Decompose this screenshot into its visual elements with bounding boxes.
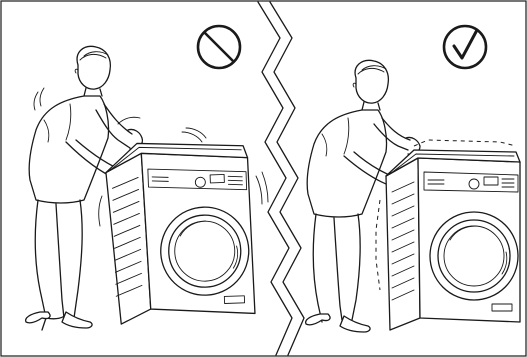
prohibited-icon (198, 26, 240, 68)
checkmark-icon (444, 26, 486, 68)
panel-correct (306, 26, 520, 332)
zigzag-divider (258, 2, 304, 355)
washing-machine-incorrect (105, 140, 255, 325)
washing-machine-correct (386, 150, 520, 330)
panel-incorrect (26, 26, 268, 330)
